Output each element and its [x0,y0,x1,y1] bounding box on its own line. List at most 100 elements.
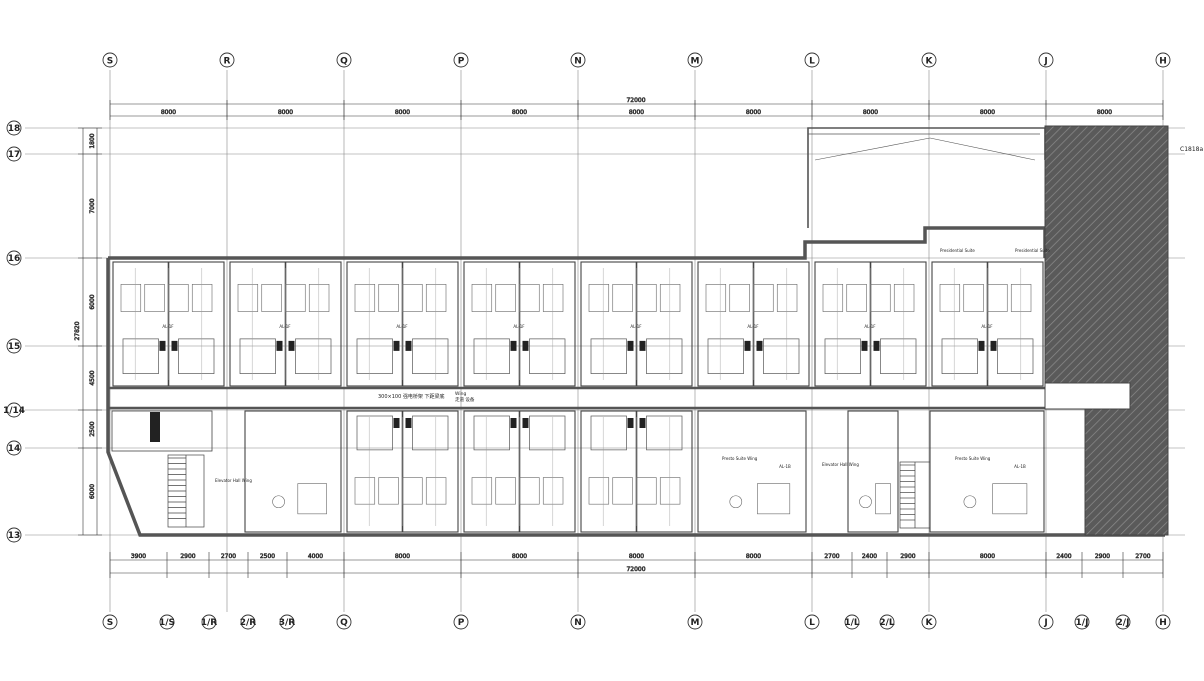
bubble-text: 14 [8,444,21,454]
bathroom [707,338,744,374]
grid-bubble-bottom: 2/L [879,614,895,630]
riser [405,340,412,351]
riser [639,418,646,428]
riser [639,340,646,351]
south-suite-label-a: Presto Suite Wing [722,456,758,461]
bubble-text: 1/L [844,618,860,628]
bubble-text: L [809,57,815,67]
grid-bubble-bottom: H [1155,614,1171,630]
bed [495,284,516,312]
bubble-text: N [574,618,582,628]
bed [402,477,423,505]
guest-room-pair-south [580,410,693,533]
bed [495,477,516,505]
guest-room-pair-north [814,261,927,387]
grid-bubble-bottom: 1/S [159,614,175,630]
panel-label: AL-1F [396,324,408,329]
bed [237,284,259,312]
table [272,495,285,509]
bubble-text: S [107,57,113,67]
south-suite [847,410,899,533]
south-suite [929,410,1045,533]
bed [471,477,493,505]
bubble-circle [6,120,22,136]
bubble-text: 15 [8,342,21,352]
guest-room-pair-north [229,261,342,387]
elevator-hall-a: Elevator Hall Wing [215,478,252,483]
bathroom [646,415,683,451]
corridor-wing-note: Wing [455,391,466,397]
dim-span-bottom: 2900 [900,553,915,560]
bubble-circle [102,52,118,68]
bed [893,284,915,312]
bed [402,284,423,312]
bed [519,284,540,312]
riser [150,412,160,442]
bubble-text: 1/R [201,618,218,628]
bed [992,483,1028,515]
panel-label: AL-1F [279,324,291,329]
bubble-circle [6,440,22,456]
panel-label: AL-1F [630,324,642,329]
bathroom [412,338,449,374]
bubble-circle [219,52,235,68]
bubble-text: H [1159,57,1167,67]
bed [378,477,399,505]
bubble-text: M [691,57,700,67]
bed [519,477,540,505]
bed [354,284,376,312]
riser [510,340,517,351]
bubble-circle [201,614,217,630]
grid-bubble-bottom: 2/R [240,614,257,630]
stair-west [167,454,205,528]
panel-label: AL-1F [747,324,759,329]
dim-span-left: 7000 [89,198,96,213]
dim-span-bottom: 3900 [131,553,146,560]
dim-span-bottom: 8000 [629,553,644,560]
bubble-circle [570,614,586,630]
grid-bubble-top: R [219,52,235,68]
panel-label: AL-1F [513,324,525,329]
riser [393,340,400,351]
grid-bubble-top: S [102,52,118,68]
guest-room-pair-south [463,410,576,533]
bed [729,284,750,312]
bubble-text: J [1043,57,1047,67]
bed [822,284,844,312]
bubble-circle [687,52,703,68]
dim-span-bottom: 2400 [1056,553,1071,560]
riser [159,340,166,351]
grid-bubble-bottom: 1/J [1074,614,1090,630]
grid-bubble-bottom: 3/R [279,614,295,630]
dim-span-left: 4500 [89,370,96,385]
service-room [111,410,213,452]
dim-span-top: 8000 [629,109,644,116]
bubble-text: 2/R [240,618,257,628]
bubble-text: 13 [8,531,21,541]
bed [870,284,891,312]
dim-overall-left: 27820 [74,321,81,340]
bathroom [941,338,978,374]
bubble-circle [1155,52,1171,68]
bubble-circle [921,614,937,630]
grid-bubble-top: J [1038,52,1054,68]
dim-span-bottom: 2700 [824,553,839,560]
bubble-text: K [926,618,934,628]
bathroom [590,415,627,451]
bathroom [590,338,627,374]
guest-room-pair-north [346,261,459,387]
elevator-hall-b: Elevator Hall Wing [822,462,859,467]
bed [846,284,867,312]
south-suite [244,410,342,533]
grid-bubble-bottom: K [921,614,937,630]
grid-bubble-row: 13 [6,527,22,543]
guest-room-pair-north [463,261,576,387]
bed [705,284,727,312]
panel-label: AL-1F [981,324,993,329]
bed [1010,284,1032,312]
bed [261,284,282,312]
bed [285,284,306,312]
bubble-text: 2/L [879,618,895,628]
